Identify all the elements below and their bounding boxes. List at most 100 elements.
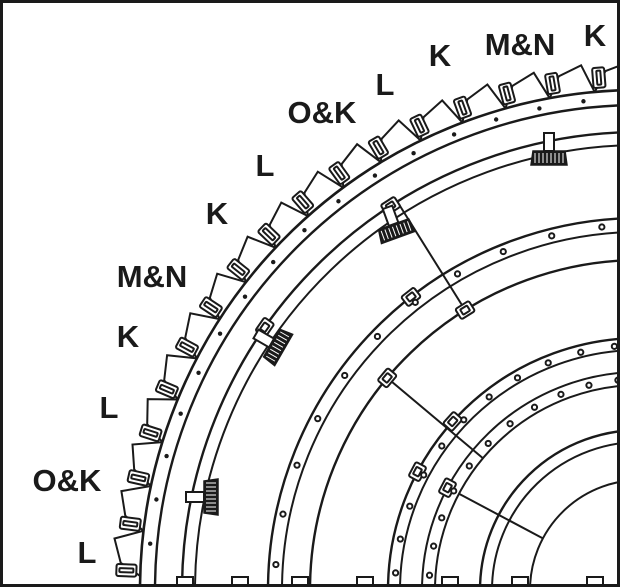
clamp-bracket	[409, 113, 430, 138]
rivet-hole	[217, 331, 223, 336]
clamp-bracket	[257, 222, 281, 246]
ring-1	[138, 89, 617, 584]
ring-notch	[272, 560, 280, 569]
rivet-hole	[537, 106, 542, 111]
ring-12	[478, 430, 617, 584]
base-clip	[586, 576, 604, 584]
knob-fixture	[252, 328, 294, 367]
callout-label: M&N	[485, 27, 556, 62]
ring-6	[281, 231, 617, 584]
callout-label: L	[78, 535, 97, 570]
clamp-bracket	[367, 135, 389, 160]
ring-notch	[610, 342, 617, 350]
ring-notch	[406, 502, 414, 510]
ring-10	[421, 372, 617, 584]
clamp-bracket	[544, 71, 561, 96]
ring-notch	[438, 514, 446, 522]
ring-7	[308, 259, 617, 584]
ring-11	[434, 385, 617, 584]
base-clip	[511, 576, 529, 584]
callout-label: O&K	[33, 463, 103, 498]
ring-notch	[499, 247, 507, 256]
ring-notch	[465, 462, 473, 470]
callout-label: O&K	[288, 95, 358, 130]
ring-notch	[420, 471, 428, 479]
rivet-hole	[302, 227, 307, 233]
ring-notch	[411, 298, 419, 306]
rivet-hole	[493, 117, 499, 122]
ring-notch	[373, 332, 382, 341]
ring-notch	[314, 415, 322, 423]
ring-notch	[293, 461, 301, 469]
clamp-bracket	[591, 66, 607, 89]
ring-notch	[513, 374, 522, 382]
clamp-bracket	[328, 161, 351, 185]
clamp-bracket	[118, 515, 142, 532]
ring-notch	[438, 442, 446, 450]
clamp-bracket	[138, 423, 163, 443]
clamp-bracket	[498, 81, 516, 106]
clamp-bracket	[377, 367, 398, 389]
knob-fixture	[530, 132, 568, 166]
clamp-bracket	[154, 379, 179, 400]
clamp-bracket	[442, 411, 463, 432]
ring-notch	[614, 376, 617, 384]
knob-fixture	[185, 478, 219, 516]
ring-notch	[391, 569, 400, 577]
callout-label: K	[429, 38, 452, 73]
ring-notch	[544, 359, 552, 367]
callout-label: K	[206, 196, 229, 231]
base-clip	[176, 576, 194, 584]
clamp-bracket	[175, 336, 199, 358]
outer-tooth-edge	[113, 63, 617, 577]
rivet-hole	[271, 259, 276, 265]
ring-8	[386, 337, 617, 584]
rivet-hole	[581, 99, 586, 104]
rivet-hole	[154, 497, 159, 502]
ring-4	[194, 144, 617, 584]
ring-notch	[530, 403, 539, 411]
rivet-hole	[451, 132, 457, 137]
clamp-bracket	[199, 296, 223, 318]
ring-notch	[396, 535, 404, 543]
callout-label: K	[117, 319, 140, 354]
rivet-hole	[372, 173, 378, 178]
ring-notch	[279, 510, 287, 518]
ring-9	[399, 350, 617, 584]
rivet-hole	[336, 199, 341, 204]
tie-rod	[458, 492, 544, 540]
callout-label: L	[376, 67, 395, 102]
callout-label: L	[100, 390, 119, 425]
ring-5	[266, 217, 617, 584]
base-clip	[441, 576, 459, 584]
ring-notch	[425, 571, 434, 579]
ring-notch	[484, 439, 492, 448]
radial-tie-rods	[113, 63, 617, 577]
ring-notch	[506, 420, 514, 428]
ring-notch	[485, 393, 493, 401]
clamp-bracket	[454, 300, 476, 320]
ring-notch	[341, 371, 349, 380]
base-clip	[291, 576, 309, 584]
clamp-bracket	[126, 469, 151, 487]
ring-notch	[598, 223, 606, 231]
rivet-hole	[164, 453, 169, 459]
tie-rod	[386, 377, 484, 459]
clamp-bracket	[291, 190, 315, 214]
clamp-bracket	[226, 258, 251, 281]
ring-notch	[557, 390, 565, 398]
rivet-hole	[411, 150, 416, 156]
rivet-hole	[147, 541, 153, 546]
ring-notch	[430, 542, 438, 550]
fixtures	[115, 66, 617, 584]
ring-notch	[548, 232, 556, 240]
rivet-hole	[196, 370, 201, 375]
callout-label: K	[584, 18, 607, 53]
clamp-bracket	[115, 562, 138, 578]
base-clip	[356, 576, 374, 584]
knob-fixtures	[185, 132, 568, 516]
base-clip	[231, 576, 249, 584]
